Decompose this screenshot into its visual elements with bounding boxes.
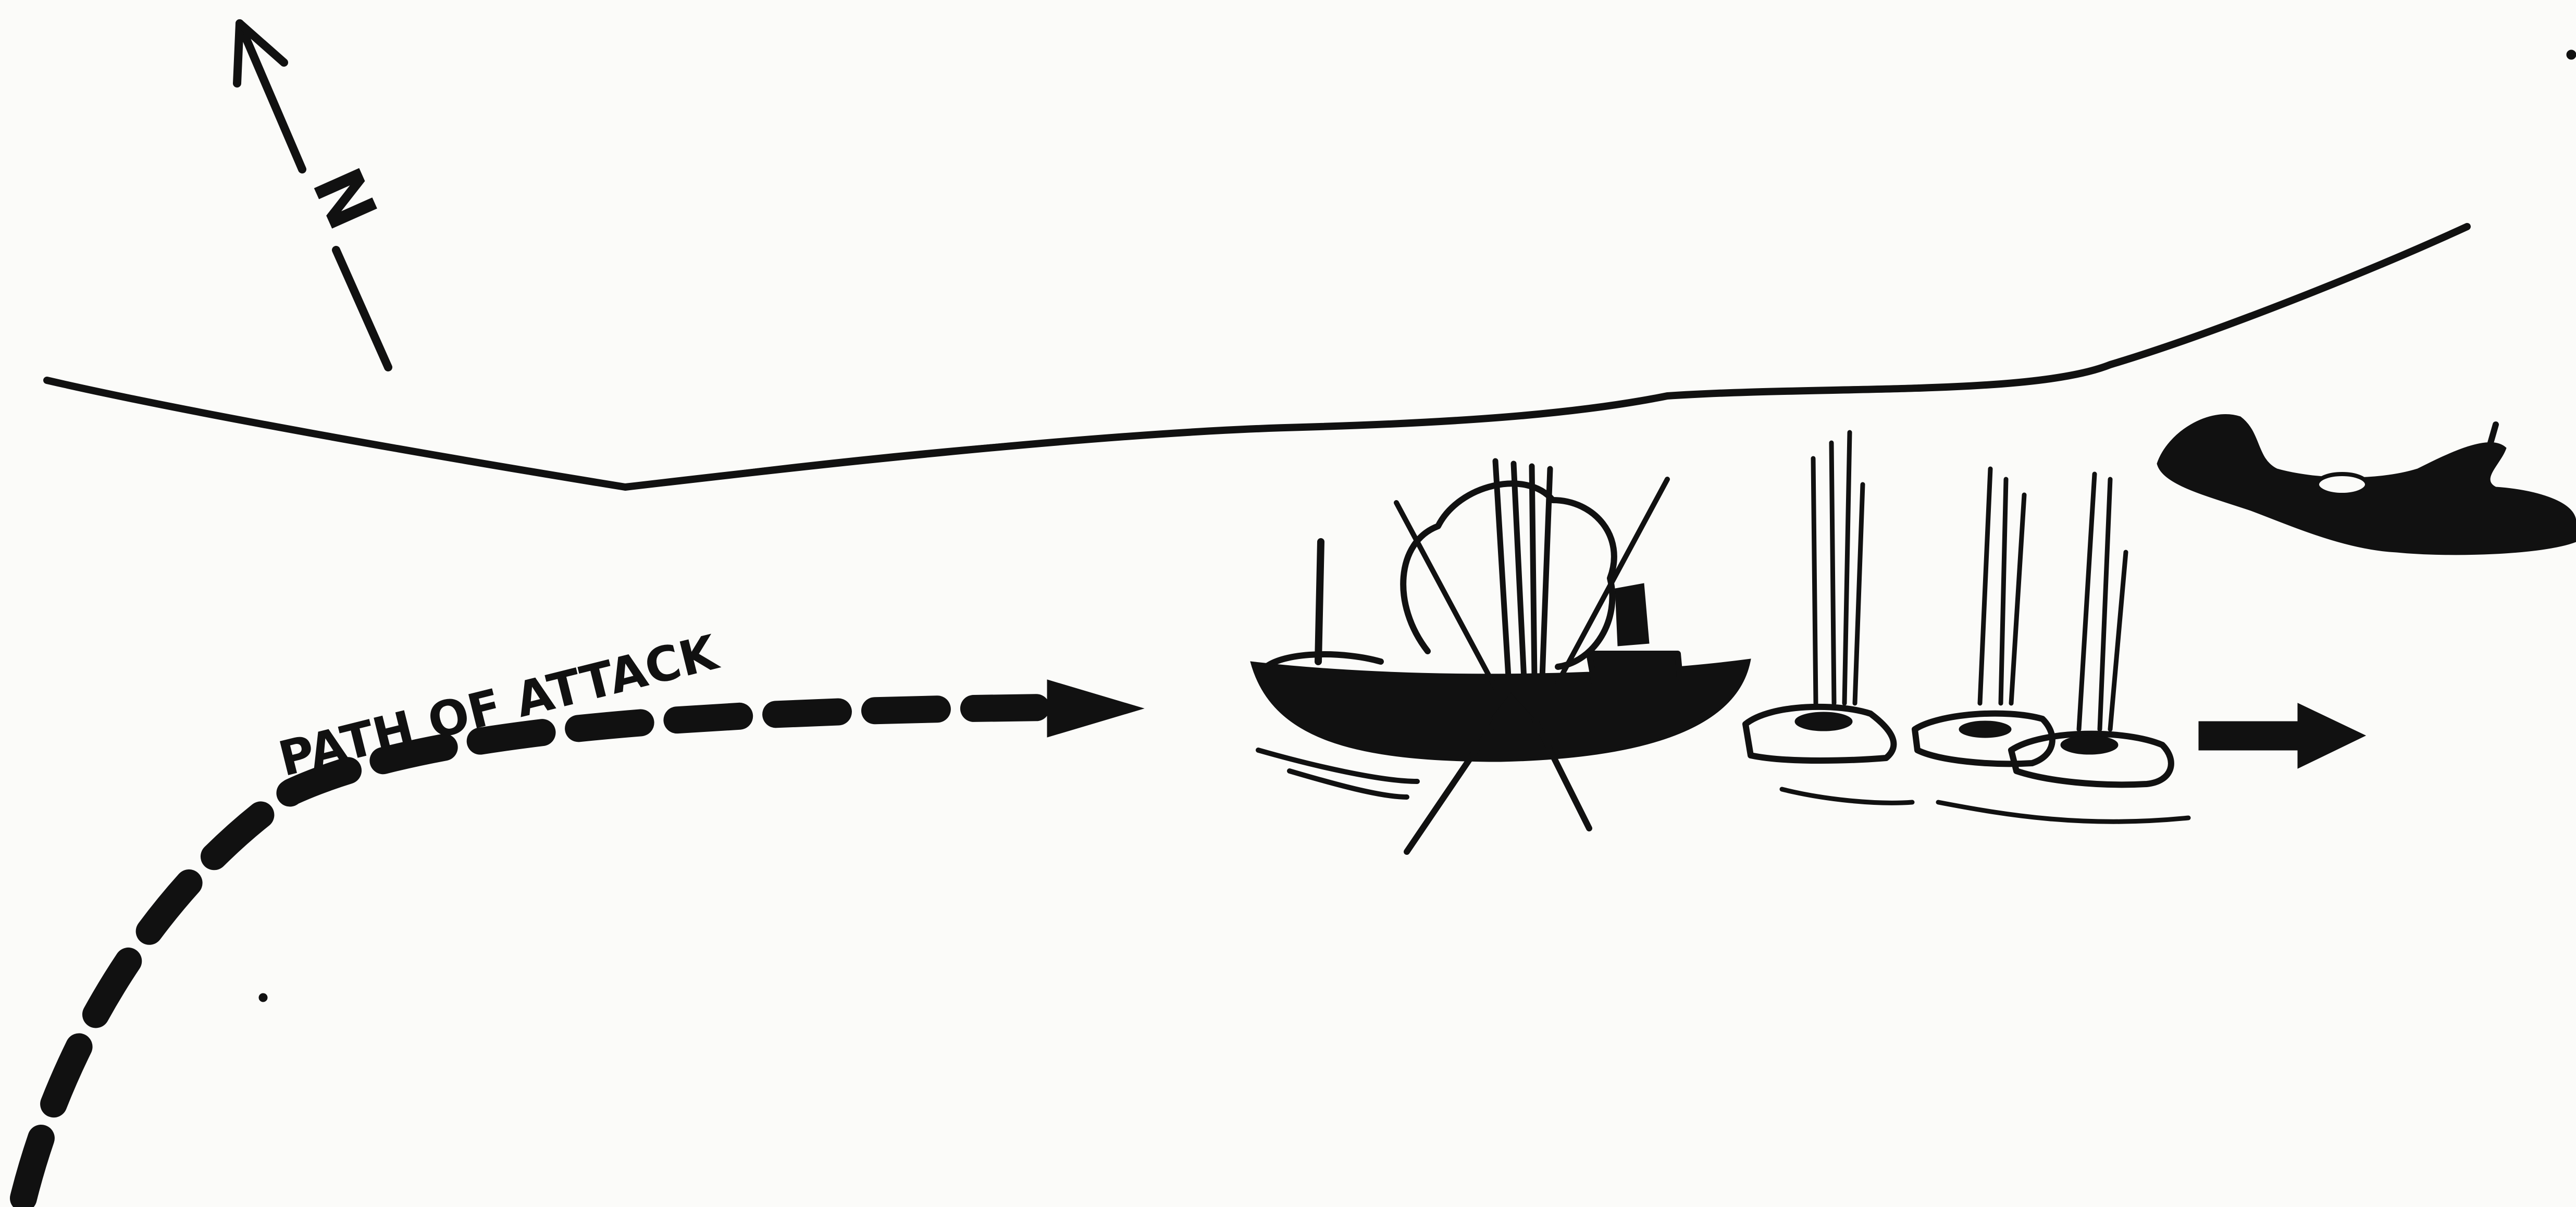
speck <box>2567 50 2576 59</box>
speck <box>259 993 267 1002</box>
